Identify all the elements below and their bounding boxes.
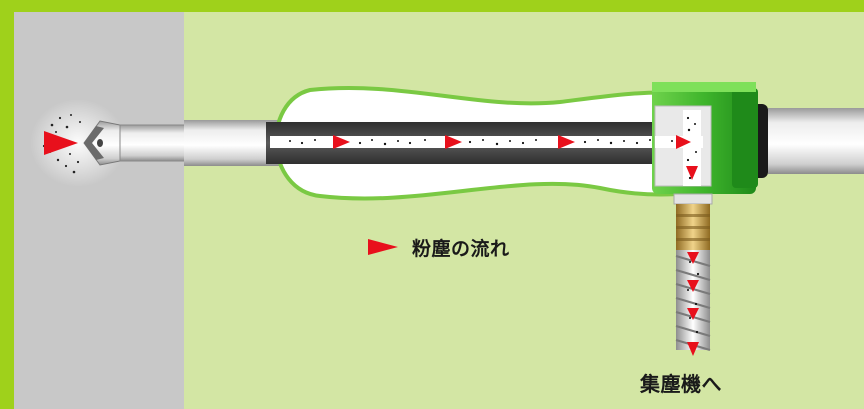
legend: 粉塵の流れ [368, 232, 510, 262]
drill-bit [83, 120, 186, 166]
legend-label: 粉塵の流れ [412, 237, 510, 260]
pipe-end [768, 108, 864, 174]
housing-arrow-right [676, 135, 691, 149]
housing-particles [671, 116, 697, 180]
to-dust-collector-label: 集塵機へ [640, 372, 722, 396]
hose-arrows [687, 252, 699, 356]
legend-arrow-icon [368, 239, 398, 255]
hose-particles [687, 261, 700, 334]
wall-panel [14, 12, 184, 409]
channel-arrows [333, 135, 575, 149]
housing-arrow-down [686, 166, 698, 180]
channel-particles [289, 139, 665, 146]
brass-fitting [673, 193, 713, 250]
intake-arrow [44, 131, 78, 155]
dust-channel [270, 136, 680, 148]
